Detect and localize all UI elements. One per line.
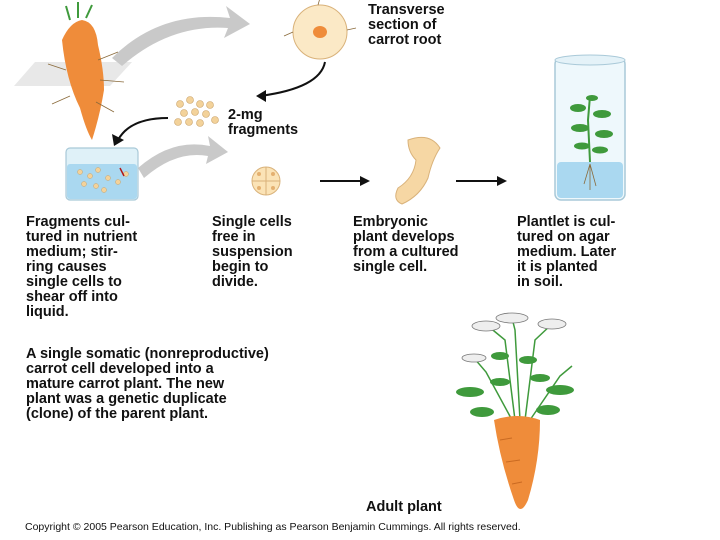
step1-label: Fragments cul- tured in nutrient medium;… — [26, 214, 138, 320]
summary-text: A single somatic (nonreproductive) carro… — [26, 346, 269, 422]
embryonic-plant-icon — [395, 136, 441, 205]
transverse-section-label: Transverse section of carrot root — [368, 2, 445, 48]
test-tube-plantlet-icon — [554, 54, 626, 201]
copyright-notice: Copyright © 2005 Pearson Education, Inc.… — [25, 521, 521, 533]
carrot-cross-section-icon — [283, 0, 357, 60]
gray-arrow-to-cells — [138, 136, 228, 178]
step2-label: Single cells free in suspension begin to… — [212, 214, 293, 290]
arrow-to-fragments — [259, 61, 326, 97]
fragments-icon — [174, 96, 219, 127]
arrow-head — [256, 90, 266, 102]
adult-plant-label: Adult plant — [366, 499, 442, 515]
step3-label: Embryonic plant develops from a cultured… — [353, 214, 459, 275]
gray-arrow-to-section — [112, 6, 250, 66]
arrow-head — [360, 176, 370, 186]
arrow-head — [112, 134, 124, 146]
adult-carrot-plant-icon — [456, 312, 574, 509]
culture-beaker-icon — [65, 147, 139, 201]
arrow-to-flask — [117, 117, 169, 141]
step4-label: Plantlet is cul- tured on agar medium. L… — [517, 214, 617, 290]
arrow-head — [497, 176, 507, 186]
dividing-cell-icon — [251, 166, 281, 196]
fragments-label: 2-mg fragments — [228, 107, 299, 138]
parent-carrot-icon — [14, 2, 132, 140]
